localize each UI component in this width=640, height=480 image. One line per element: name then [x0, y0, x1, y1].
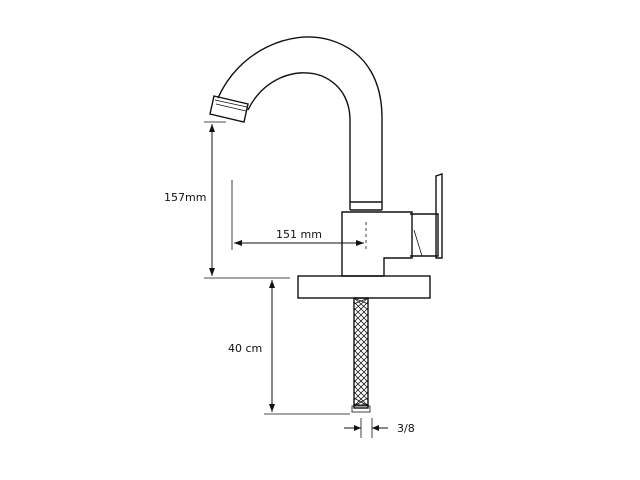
hose-braid-line	[353, 385, 369, 401]
hose-braid-line	[353, 297, 369, 311]
braided-hose	[351, 297, 371, 413]
faucet-base-plate	[297, 275, 431, 299]
hose-braid-line	[353, 313, 369, 329]
hose-braid-line	[353, 373, 369, 389]
connection-label: 3/8	[397, 422, 415, 435]
hose-braid-line	[353, 349, 369, 365]
hose-braid-line	[353, 367, 369, 383]
dim-spout-reach: 151 mm	[234, 228, 364, 246]
dim-hose-length: 40 cm	[228, 280, 350, 415]
dim-connection: 3/8	[344, 418, 415, 438]
faucet-body	[341, 173, 443, 277]
spout-height-label: 157mm	[164, 191, 206, 204]
spout-reach-label: 151 mm	[276, 228, 322, 241]
hose-braid-line	[353, 391, 369, 407]
hose-braid-line	[353, 319, 369, 335]
hose-braid-line	[353, 355, 369, 371]
hose-braid-line	[353, 297, 369, 305]
faucet-spout	[209, 36, 383, 210]
hose-braid-line	[353, 403, 369, 407]
hose-braid-line	[353, 337, 369, 353]
hose-braid-line	[353, 343, 369, 359]
hose-braid-line	[353, 379, 369, 395]
hose-braid-line	[353, 325, 369, 341]
hose-braid-line	[353, 307, 369, 323]
hose-braid-line	[353, 361, 369, 377]
dim-spout-height: 157mm	[164, 121, 290, 279]
hose-braid-line	[353, 331, 369, 347]
hose-braid-line	[353, 301, 369, 317]
hose-length-label: 40 cm	[228, 342, 262, 355]
